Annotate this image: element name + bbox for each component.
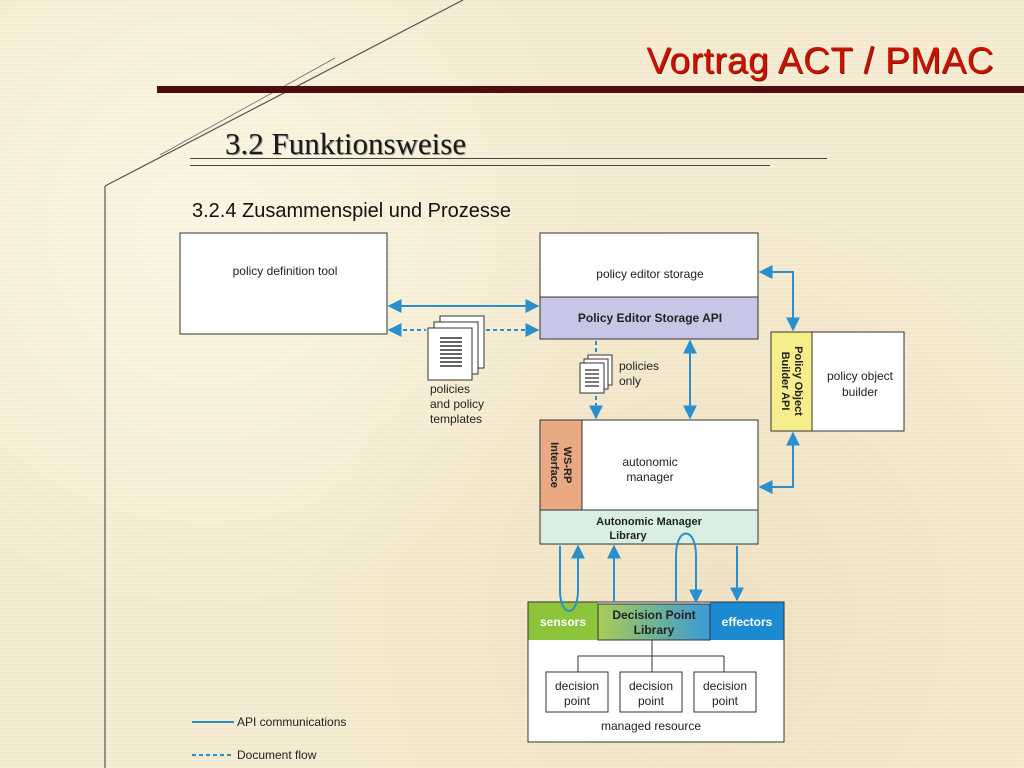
decision-point-3-label-2: point	[712, 694, 739, 708]
decision-point-2-label-1: decision	[629, 679, 673, 693]
wsrp-label-2: Interface	[548, 442, 560, 488]
section-underline-2	[190, 165, 770, 166]
managed-resource-box: sensors effectors Decision Point Library…	[527, 601, 785, 743]
policy-object-builder-label-1: policy object	[827, 369, 894, 383]
section-underline	[190, 158, 827, 159]
autonomic-manager-box: WS-RP Interface autonomic manager Autono…	[539, 419, 759, 545]
autonomic-manager-label-2: manager	[626, 470, 673, 484]
slide-title: Vortrag ACT / PMAC	[646, 40, 994, 81]
policy-object-builder-box: Policy Object Builder API policy object …	[770, 331, 905, 432]
policy-editor-storage-label: policy editor storage	[596, 267, 704, 281]
title-rule	[157, 86, 1024, 93]
policies-only-doc-icon	[579, 354, 613, 394]
dp-library-label-2: Library	[634, 623, 675, 637]
builder-api-label-2: Builder API	[779, 352, 791, 411]
subheading: 3.2.4 Zusammenspiel und Prozesse	[192, 200, 512, 222]
docs-label-3: templates	[430, 412, 482, 426]
policies-only-label-2: only	[619, 374, 641, 388]
policy-editor-storage-api-label: Policy Editor Storage API	[578, 311, 722, 325]
decision-point-2-label-2: point	[638, 694, 665, 708]
managed-resource-label: managed resource	[601, 719, 701, 733]
decision-point-2: decision point	[619, 671, 683, 713]
autonomic-manager-label-1: autonomic	[622, 455, 677, 469]
dp-library-label-1: Decision Point	[612, 608, 695, 622]
docs-label-1: policies	[430, 382, 470, 396]
policy-definition-tool-label: policy definition tool	[233, 264, 338, 278]
am-library-label-1: Autonomic Manager	[596, 516, 702, 528]
wsrp-label-1: WS-RP	[561, 447, 573, 484]
policy-editor-storage-box: policy editor storage Policy Editor Stor…	[539, 232, 759, 340]
legend-api-label: API communications	[237, 715, 346, 729]
policy-object-builder-label-2: builder	[842, 385, 878, 399]
policy-definition-tool-box: policy definition tool	[179, 232, 388, 335]
document-stack-icon	[427, 315, 485, 381]
decision-point-3: decision point	[693, 671, 757, 713]
policies-only-label-1: policies	[619, 359, 659, 373]
decision-point-1-label-1: decision	[555, 679, 599, 693]
sensors-label: sensors	[540, 615, 586, 629]
am-library-label-2: Library	[609, 530, 647, 542]
docs-label-2: and policy	[430, 397, 484, 411]
decision-point-3-label-1: decision	[703, 679, 747, 693]
connection-arrows	[387, 265, 800, 612]
decision-point-1-label-2: point	[564, 694, 591, 708]
section-title: 3.2 Funktionsweise	[225, 126, 467, 161]
builder-api-label-1: Policy Object	[792, 346, 804, 416]
legend-doc-label: Document flow	[237, 748, 317, 762]
effectors-label: effectors	[722, 615, 773, 629]
legend: API communications Document flow	[192, 715, 346, 762]
decision-point-1: decision point	[545, 671, 609, 713]
